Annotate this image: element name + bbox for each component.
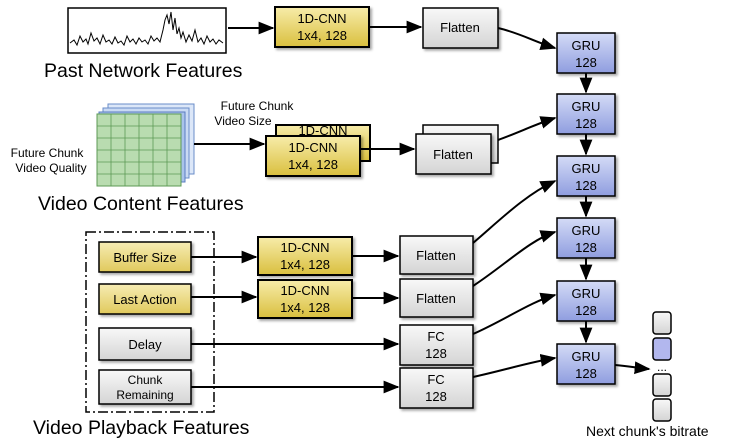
flatten-label: Flatten <box>416 248 456 263</box>
gru-block-2 <box>556 93 616 135</box>
flatten-block-buffer <box>399 235 474 275</box>
cnn-block-last-action <box>257 279 353 319</box>
fc-label-line2: 128 <box>425 346 447 361</box>
gru-label-line2: 128 <box>575 366 597 381</box>
gru-label-line1: GRU <box>572 223 601 238</box>
gru-label-line2: 128 <box>575 240 597 255</box>
video-playback-features-label: Video Playback Features <box>33 417 250 439</box>
gru-stack <box>556 32 616 385</box>
gru-label-line2: 128 <box>575 116 597 131</box>
output-bitrate-vector <box>652 311 672 422</box>
cnn-label-line2: 1x4, 128 <box>280 257 330 272</box>
gru-block-3 <box>556 155 616 197</box>
flatten-block-content <box>415 133 492 175</box>
gru-label-line2: 128 <box>575 55 597 70</box>
chunk-remaining-label-line1: Chunk <box>128 373 164 387</box>
past-network-features-label: Past Network Features <box>44 60 243 82</box>
connection-arrows <box>191 20 651 394</box>
buffer-size-label: Buffer Size <box>113 250 176 265</box>
cnn-label-line1: 1D-CNN <box>280 283 329 298</box>
cnn-label-line1: 1D-CNN <box>288 140 337 155</box>
cnn-label-line1: 1D-CNN <box>280 240 329 255</box>
future-chunk-quality-label-line2: Video Quality <box>15 161 86 175</box>
future-chunk-size-label-line1: Future Chunk <box>221 99 295 113</box>
fc-block-chunk-remaining <box>399 367 474 409</box>
cnn-label-line2: 1x4, 128 <box>288 157 338 172</box>
gru-label-line1: GRU <box>572 99 601 114</box>
gru-label-line1: GRU <box>572 349 601 364</box>
playback-features-group <box>85 231 215 413</box>
cnn-block-network <box>274 6 370 48</box>
cnn-block-content <box>265 135 361 177</box>
gru-label-line1: GRU <box>572 286 601 301</box>
cnn-label-line1: 1D-CNN <box>297 11 346 26</box>
cnn-back-label: 1D-CNN <box>298 123 347 138</box>
flatten-label: Flatten <box>416 291 456 306</box>
past-network-plot <box>67 7 227 54</box>
next-chunk-bitrate-label: Next chunk's bitrate <box>586 423 709 439</box>
future-chunk-size-label-line2: Video Size <box>214 114 271 128</box>
chunk-remaining-label-line2: Remaining <box>116 388 173 402</box>
future-chunk-quality-grid <box>96 113 182 187</box>
flatten-label: Flatten <box>433 147 473 162</box>
fc-label-line1: FC <box>427 329 444 344</box>
gru-block-1 <box>556 32 616 74</box>
delay-label: Delay <box>128 337 162 352</box>
gru-block-4 <box>556 217 616 259</box>
gru-block-5 <box>556 280 616 322</box>
flatten-label: Flatten <box>440 20 480 35</box>
cnn-label-line2: 1x4, 128 <box>297 28 347 43</box>
cnn-label-line2: 1x4, 128 <box>280 300 330 315</box>
flatten-block-network <box>422 7 499 49</box>
fc-label-line2: 128 <box>425 389 447 404</box>
gru-label-line2: 128 <box>575 303 597 318</box>
flatten-block-last-action <box>399 278 474 318</box>
last-action-label: Last Action <box>113 292 177 307</box>
gru-block-6 <box>556 343 616 385</box>
output-ellipsis: ... <box>657 360 667 374</box>
video-content-features-label: Video Content Features <box>38 193 244 215</box>
gru-label-line1: GRU <box>572 38 601 53</box>
selected-bitrate-cell <box>652 337 672 361</box>
gru-label-line2: 128 <box>575 178 597 193</box>
last-action-input <box>98 283 192 315</box>
fc-label-line1: FC <box>427 372 444 387</box>
fc-block-delay <box>399 324 474 366</box>
future-chunk-quality-label-line1: Future Chunk <box>11 146 85 160</box>
buffer-size-input <box>98 241 192 273</box>
gru-label-line1: GRU <box>572 161 601 176</box>
